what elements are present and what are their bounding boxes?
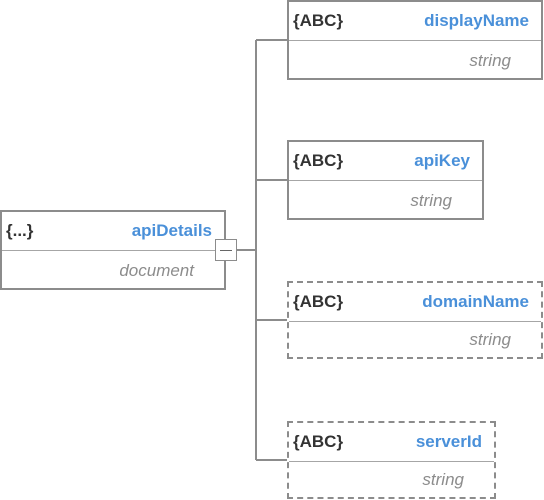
child-node-apiKey[interactable]: {ABC} apiKey string: [287, 140, 484, 220]
root-node-type: document: [119, 261, 194, 280]
collapse-toggle-button[interactable]: [215, 239, 237, 261]
root-node-header: {...} apiDetails: [2, 212, 224, 251]
child-node-type: string: [469, 51, 511, 70]
child-node-header: {ABC} serverId: [289, 423, 494, 462]
child-node-displayName[interactable]: {ABC} displayName string: [287, 0, 543, 80]
child-node-type: string: [469, 330, 511, 349]
child-node-serverId[interactable]: {ABC} serverId string: [287, 421, 496, 499]
minus-icon: [220, 250, 232, 251]
child-node-domainName[interactable]: {ABC} domainName string: [287, 281, 543, 359]
child-node-name: displayName: [424, 11, 529, 30]
root-node-name: apiDetails: [131, 221, 212, 240]
string-type-badge: {ABC}: [293, 11, 344, 30]
child-node-type: string: [410, 191, 452, 210]
string-type-badge: {ABC}: [293, 432, 344, 451]
string-type-badge: {ABC}: [293, 151, 344, 170]
child-node-name: apiKey: [414, 151, 470, 170]
child-node-header: {ABC} domainName: [289, 283, 541, 322]
child-node-type: string: [422, 470, 464, 489]
child-node-name: domainName: [422, 292, 529, 311]
string-type-badge: {ABC}: [293, 292, 344, 311]
child-node-name: serverId: [415, 432, 482, 451]
object-type-badge: {...}: [6, 221, 34, 240]
child-node-header: {ABC} displayName: [289, 2, 541, 41]
root-node-apiDetails[interactable]: {...} apiDetails document: [0, 210, 226, 290]
child-node-header: {ABC} apiKey: [289, 142, 482, 181]
